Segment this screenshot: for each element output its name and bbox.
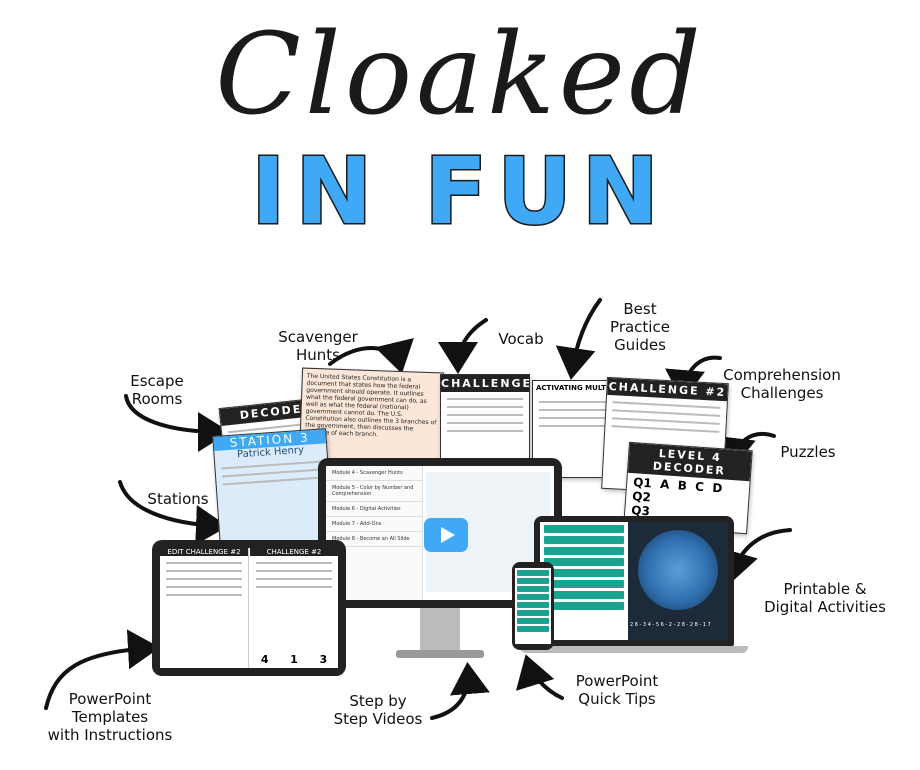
monitor-frame: Module 4 - Scavenger Hunts Module 5 - Co… bbox=[318, 458, 562, 608]
label-scavenger-hunts: Scavenger Hunts bbox=[278, 328, 358, 364]
vocab-title: CHALLENGE bbox=[441, 375, 530, 392]
arrow-best bbox=[555, 298, 602, 380]
lock-code: 2 8 - 3 4 - 5 6 - 2 - 2 8 - 2 8 - 1 7 bbox=[630, 622, 711, 628]
station3-sheet: STATION 3 Patrick Henry bbox=[212, 428, 334, 548]
tablet-screen: EDIT CHALLENGE #2 CHALLENGE #2 4 1 3 bbox=[160, 548, 338, 668]
tablet-frame: EDIT CHALLENGE #2 CHALLENGE #2 4 1 3 bbox=[152, 540, 346, 676]
answer-box: 1 bbox=[290, 653, 298, 666]
activating-title: ACTIVATING MULTI bbox=[536, 384, 609, 392]
label-stations: Stations bbox=[147, 490, 209, 508]
edit-challenge-page: EDIT CHALLENGE #2 bbox=[160, 548, 249, 668]
arrow-escape bbox=[124, 394, 230, 452]
answer-box: 4 bbox=[260, 653, 269, 666]
challenge-page-title: CHALLENGE #2 bbox=[250, 548, 338, 556]
monitor-base bbox=[396, 650, 484, 658]
module-item[interactable]: Module 5 - Color by Number and Comprehen… bbox=[326, 481, 422, 502]
challenge-page: CHALLENGE #2 4 1 3 bbox=[250, 548, 338, 668]
label-comprehension: Comprehension Challenges bbox=[723, 366, 841, 402]
label-powerpoint-templates: PowerPoint Templates with Instructions bbox=[47, 690, 173, 744]
play-icon[interactable] bbox=[424, 518, 468, 552]
label-powerpoint-tips: PowerPoint Quick Tips bbox=[575, 672, 659, 708]
arrow-scavenger bbox=[328, 337, 414, 374]
arrow-templates bbox=[44, 629, 160, 710]
label-puzzles: Puzzles bbox=[780, 443, 836, 461]
script-title: Cloaked bbox=[215, 10, 705, 140]
challenge2-title: CHALLENGE #2 bbox=[607, 377, 728, 402]
label-vocab: Vocab bbox=[498, 330, 544, 348]
block-title: IN FUN bbox=[250, 138, 669, 245]
phone-screen bbox=[515, 568, 551, 644]
laptop-screen: 2 8 - 3 4 - 5 6 - 2 - 2 8 - 2 8 - 1 7 bbox=[540, 522, 728, 640]
question-list bbox=[540, 522, 628, 640]
module-item[interactable]: Module 8 - Become an All Slide bbox=[326, 532, 422, 547]
monitor-stand bbox=[420, 608, 460, 652]
laptop-frame: 2 8 - 3 4 - 5 6 - 2 - 2 8 - 2 8 - 1 7 bbox=[534, 516, 734, 646]
arrow-stations bbox=[118, 480, 228, 546]
edit-challenge-title: EDIT CHALLENGE #2 bbox=[160, 548, 248, 556]
arrow-step bbox=[430, 662, 490, 720]
arrow-tips bbox=[515, 654, 564, 700]
arrow-printable bbox=[719, 528, 792, 584]
module-item[interactable]: Module 7 - Add-Ons bbox=[326, 517, 422, 532]
module-item[interactable]: Module 4 - Scavenger Hunts bbox=[326, 466, 422, 481]
module-item[interactable]: Module 6 - Digital Activities bbox=[326, 502, 422, 517]
label-best-practice: Best Practice Guides bbox=[610, 300, 670, 354]
arrow-vocab bbox=[438, 318, 488, 374]
monitor-screen: Module 4 - Scavenger Hunts Module 5 - Co… bbox=[326, 466, 554, 600]
label-step-videos: Step by Step Videos bbox=[333, 692, 423, 728]
decoder-wheel bbox=[638, 530, 718, 610]
answer-box: 3 bbox=[319, 653, 328, 666]
laptop-base bbox=[520, 646, 748, 653]
label-escape-rooms: Escape Rooms bbox=[130, 372, 184, 408]
label-printable-digital: Printable & Digital Activities bbox=[764, 580, 886, 616]
phone-frame bbox=[512, 562, 554, 650]
